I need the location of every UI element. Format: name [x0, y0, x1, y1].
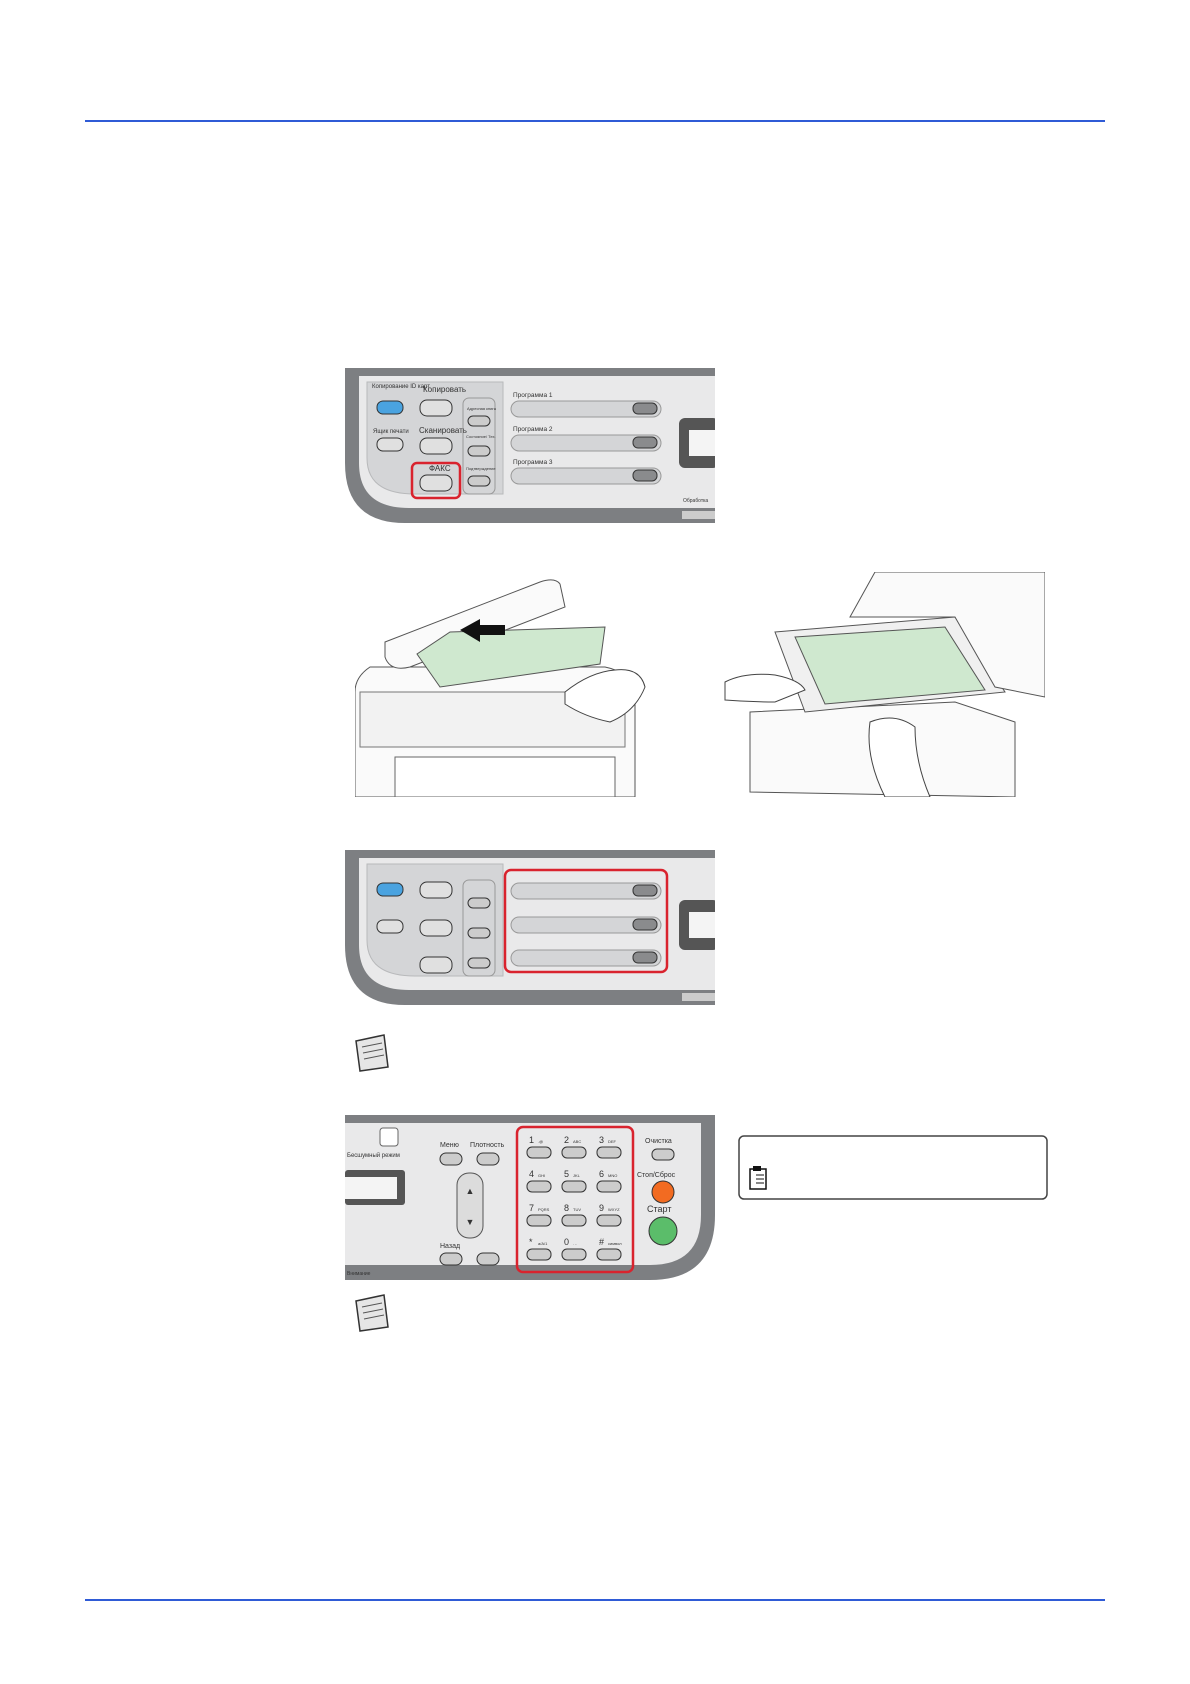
label-copy-id: Копирование ID карт — [372, 384, 430, 390]
key-button-2[interactable] — [561, 1146, 587, 1159]
keypad-figure: Бесшумный режим Меню Плотность ▲ ▼ Назад… — [345, 1115, 715, 1280]
hand-platen-right — [868, 717, 931, 797]
key-button-5[interactable] — [561, 1180, 587, 1193]
label-status: Состояние/ Тех. — [466, 434, 496, 439]
key-button-1[interactable] — [526, 1146, 552, 1159]
key-label-#: # — [599, 1237, 604, 1247]
label-program1: Программа 1 — [513, 392, 553, 399]
key-button-4[interactable] — [526, 1180, 552, 1193]
fax-highlight — [410, 461, 462, 500]
note-pad-icon-2 — [355, 1294, 389, 1332]
key-letters-1: .@ — [538, 1139, 543, 1144]
key-letters-6: MNO — [608, 1173, 617, 1178]
start-button — [648, 1216, 678, 1246]
fax-button — [419, 474, 453, 492]
key-letters-3: DEF — [608, 1139, 617, 1144]
document-cover — [849, 572, 1045, 698]
key-label-0: 0 — [564, 1237, 569, 1247]
hand-platen-left — [724, 673, 806, 703]
label-address-book: Адресная книга — [467, 406, 497, 411]
stop-reset-button — [651, 1180, 675, 1204]
bottom-rule — [85, 1599, 1105, 1601]
key-letters-7: PQRS — [538, 1207, 550, 1212]
key-button-6[interactable] — [596, 1180, 622, 1193]
panel-figure-programs — [345, 850, 715, 1005]
originals-placement-figure — [355, 572, 1045, 797]
label-processing: Обработка — [683, 498, 708, 504]
key-label-9: 9 — [599, 1203, 604, 1213]
hand-adf — [564, 669, 646, 723]
key-label-8: 8 — [564, 1203, 569, 1213]
key-letters-0: . - — [573, 1241, 577, 1246]
key-label-7: 7 — [529, 1203, 534, 1213]
key-label-*: * — [529, 1237, 533, 1247]
key-letters-8: TUV — [573, 1207, 581, 1212]
label-attention: Внимание — [347, 1271, 371, 1277]
key-button-*[interactable] — [526, 1248, 552, 1261]
svg-text:▼: ▼ — [466, 1217, 475, 1227]
programs-highlight — [503, 868, 669, 974]
fax-document-icon — [749, 1166, 767, 1190]
label-clear: Очистка — [645, 1138, 672, 1145]
key-letters-4: GHI — [538, 1173, 545, 1178]
key-letters-9: WXYZ — [608, 1207, 620, 1212]
paper-platen — [794, 626, 986, 705]
label-menu: Меню — [440, 1142, 459, 1149]
key-label-3: 3 — [599, 1135, 604, 1145]
key-button-3[interactable] — [596, 1146, 622, 1159]
key-letters-*: a/A/1 — [538, 1241, 548, 1246]
label-copy: Копировать — [423, 385, 466, 394]
key-letters-2: ABC — [573, 1139, 581, 1144]
key-button-7[interactable] — [526, 1214, 552, 1227]
label-back: Назад — [440, 1243, 460, 1250]
copy-button — [419, 399, 453, 417]
copy-id-button — [376, 400, 404, 415]
label-program2: Программа 2 — [513, 426, 553, 433]
svg-text:▲: ▲ — [466, 1186, 475, 1196]
label-density: Плотность — [470, 1142, 505, 1149]
scan-button — [419, 437, 453, 455]
label-program3: Программа 3 — [513, 459, 553, 466]
label-confirm: Подтверждение — [466, 466, 496, 471]
key-button-#[interactable] — [596, 1248, 622, 1261]
label-scan: Сканировать — [419, 426, 467, 435]
keypad-highlight — [515, 1125, 635, 1274]
key-label-5: 5 — [564, 1169, 569, 1179]
key-label-6: 6 — [599, 1169, 604, 1179]
key-letters-5: JKL — [573, 1173, 581, 1178]
label-energy-saver: Бесшумный режим — [347, 1152, 400, 1159]
panel-figure-fax: Копирование ID карт Копировать Ящик печа… — [345, 368, 715, 523]
key-button-0[interactable] — [561, 1248, 587, 1261]
key-label-2: 2 — [564, 1135, 569, 1145]
key-button-8[interactable] — [561, 1214, 587, 1227]
top-rule — [85, 120, 1105, 122]
label-fax: ФАКС — [429, 464, 451, 473]
label-print-box: Ящик печати — [373, 429, 409, 435]
lcd-display-box — [738, 1135, 1048, 1200]
key-label-4: 4 — [529, 1169, 534, 1179]
paper-adf — [416, 626, 606, 688]
key-letters-#: символ — [608, 1241, 622, 1246]
key-label-1: 1 — [529, 1135, 534, 1145]
label-start: Старт — [647, 1204, 671, 1214]
note-pad-icon — [355, 1034, 389, 1072]
insert-arrow — [460, 619, 505, 642]
print-box-button — [376, 437, 404, 452]
key-button-9[interactable] — [596, 1214, 622, 1227]
numeric-keys: 1 .@ 2 ABC 3 DEF 4 GHI 5 JKL 6 MNO 7 PQRS 8 TUV 9 WXYZ * a/… — [526, 1135, 622, 1261]
label-stop: Стоп/Сброс — [637, 1171, 676, 1179]
